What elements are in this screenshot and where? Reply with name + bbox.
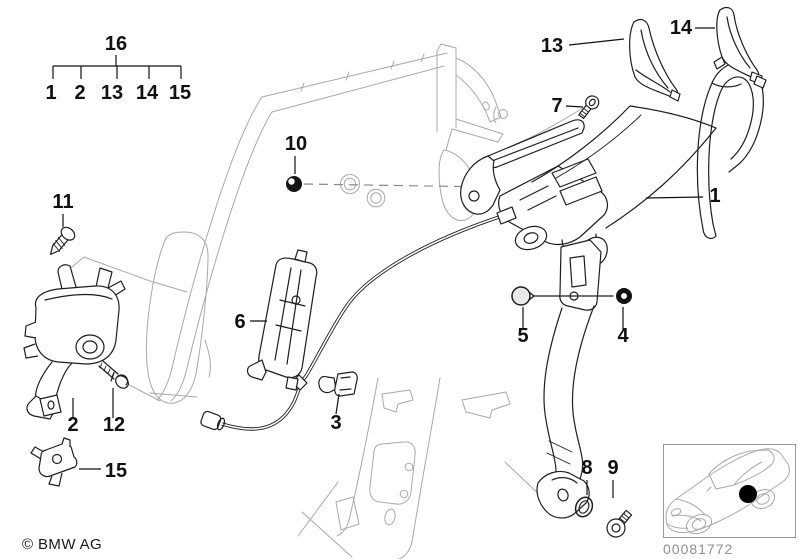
- trim-cover-right-drawing: [713, 6, 767, 89]
- callout-5[interactable]: 5: [517, 325, 528, 347]
- callout-12[interactable]: 12: [103, 414, 125, 436]
- legend-group: 16 1 2 13 14 15: [45, 33, 191, 104]
- callout-10[interactable]: 10: [285, 133, 307, 155]
- callout-15[interactable]: 15: [105, 460, 127, 482]
- callout-3[interactable]: 3: [330, 412, 341, 434]
- legend-item-2[interactable]: 2: [74, 82, 85, 104]
- callout-4[interactable]: 4: [617, 325, 629, 347]
- car-location-thumbnail: 00081772: [663, 444, 796, 557]
- body-frame-drawing: [59, 43, 584, 559]
- callout-6[interactable]: 6: [234, 311, 245, 333]
- callout-16[interactable]: 16: [105, 33, 127, 55]
- legend-item-13[interactable]: 13: [101, 82, 123, 104]
- cap-5-drawing: [511, 286, 535, 306]
- bolt-12-drawing: [98, 360, 129, 389]
- callout-2[interactable]: 2: [67, 414, 78, 436]
- retractor-drawing: [23, 264, 126, 420]
- car-outline-icon: [665, 448, 790, 535]
- bolt-9-drawing: [606, 509, 633, 538]
- clip-3-drawing: [318, 371, 358, 397]
- copyright-text: © BMW AG: [22, 536, 102, 553]
- callout-8[interactable]: 8: [581, 457, 592, 479]
- bracket-6-drawing: [246, 249, 318, 391]
- sensor-15-drawing: [30, 437, 78, 487]
- callout-14[interactable]: 14: [670, 17, 693, 39]
- ring-8-drawing: [574, 496, 594, 518]
- callout-13[interactable]: 13: [541, 35, 563, 57]
- callout-11[interactable]: 11: [52, 191, 73, 213]
- bolt-7-drawing: [578, 95, 600, 120]
- callouts: 13 14 7 1 10 11 2 12 15 6 3 5 4 8 9: [52, 17, 721, 498]
- nut-4-drawing: [616, 288, 632, 304]
- legend-item-15[interactable]: 15: [169, 82, 191, 104]
- trim-cover-left-drawing: [629, 18, 681, 102]
- seat-belt-drawing: [531, 62, 764, 519]
- callout-1[interactable]: 1: [709, 185, 720, 207]
- location-dot: [739, 485, 757, 503]
- image-number: 00081772: [663, 541, 733, 557]
- callout-9[interactable]: 9: [607, 457, 618, 479]
- grommet-10-drawing: [286, 176, 302, 192]
- release-cable-drawing: [200, 213, 506, 431]
- legend-item-1[interactable]: 1: [45, 82, 56, 104]
- legend-item-14[interactable]: 14: [136, 82, 159, 104]
- belt-adjuster-drawing: [460, 119, 609, 251]
- callout-7[interactable]: 7: [551, 95, 562, 117]
- alignment-dashed-line: [303, 183, 493, 188]
- screw-11-drawing: [49, 226, 76, 255]
